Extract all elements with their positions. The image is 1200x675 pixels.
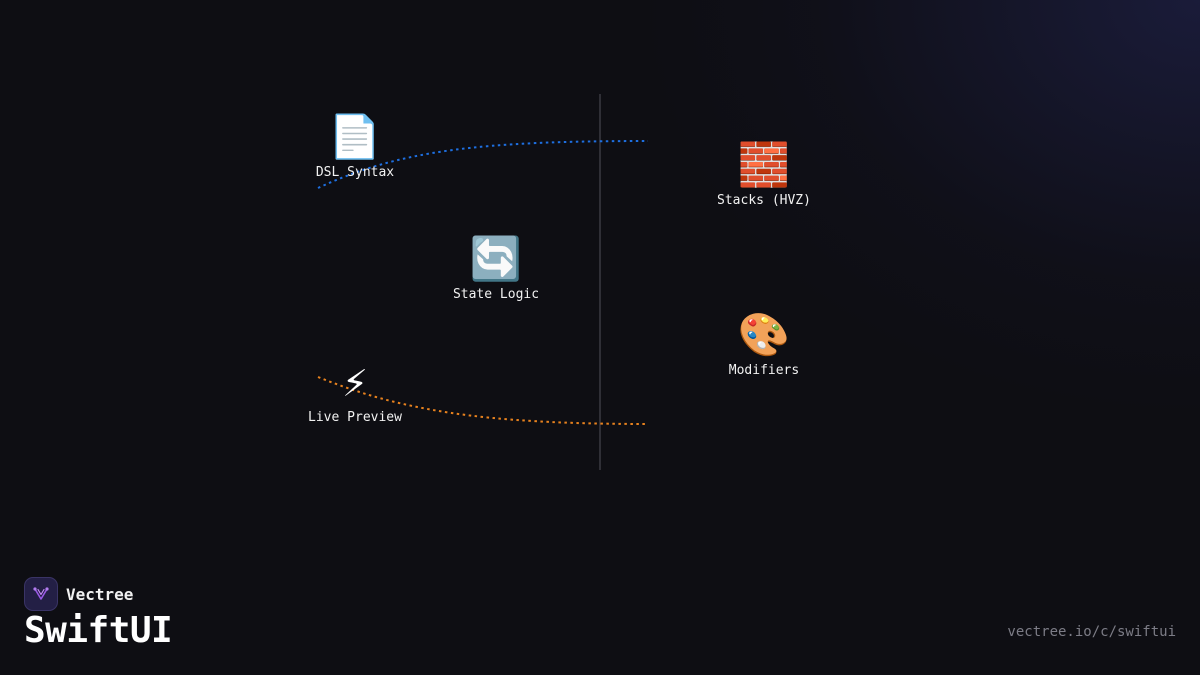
node-label: Modifiers [728,363,800,378]
brand-name: Vectree [66,584,134,604]
refresh-icon: 🔄 [469,234,523,283]
page-title: SwiftUI [24,610,173,651]
node-label: Live Preview [308,410,402,425]
node-dsl-syntax: 📄 DSL Syntax [285,111,425,180]
vectree-logo-icon [24,577,58,611]
node-modifiers: 🎨 Modifiers [694,309,834,378]
connector-dsl-syntax [317,140,649,189]
node-stacks-hvz: 🧱 Stacks (HVZ) [694,139,834,208]
bricks-icon: 🧱 [737,140,791,189]
node-label: State Logic [452,287,540,302]
page-url[interactable]: vectree.io/c/swiftui [1007,624,1176,640]
document-icon: 📄 [328,112,382,161]
brand: Vectree [24,577,133,611]
node-label: Stacks (HVZ) [717,193,811,208]
node-live-preview: ⚡ Live Preview [285,356,425,425]
node-state-logic: 🔄 State Logic [426,233,566,302]
node-label: DSL Syntax [315,165,395,180]
palette-icon: 🎨 [737,310,791,359]
lightning-icon: ⚡ [342,357,368,406]
